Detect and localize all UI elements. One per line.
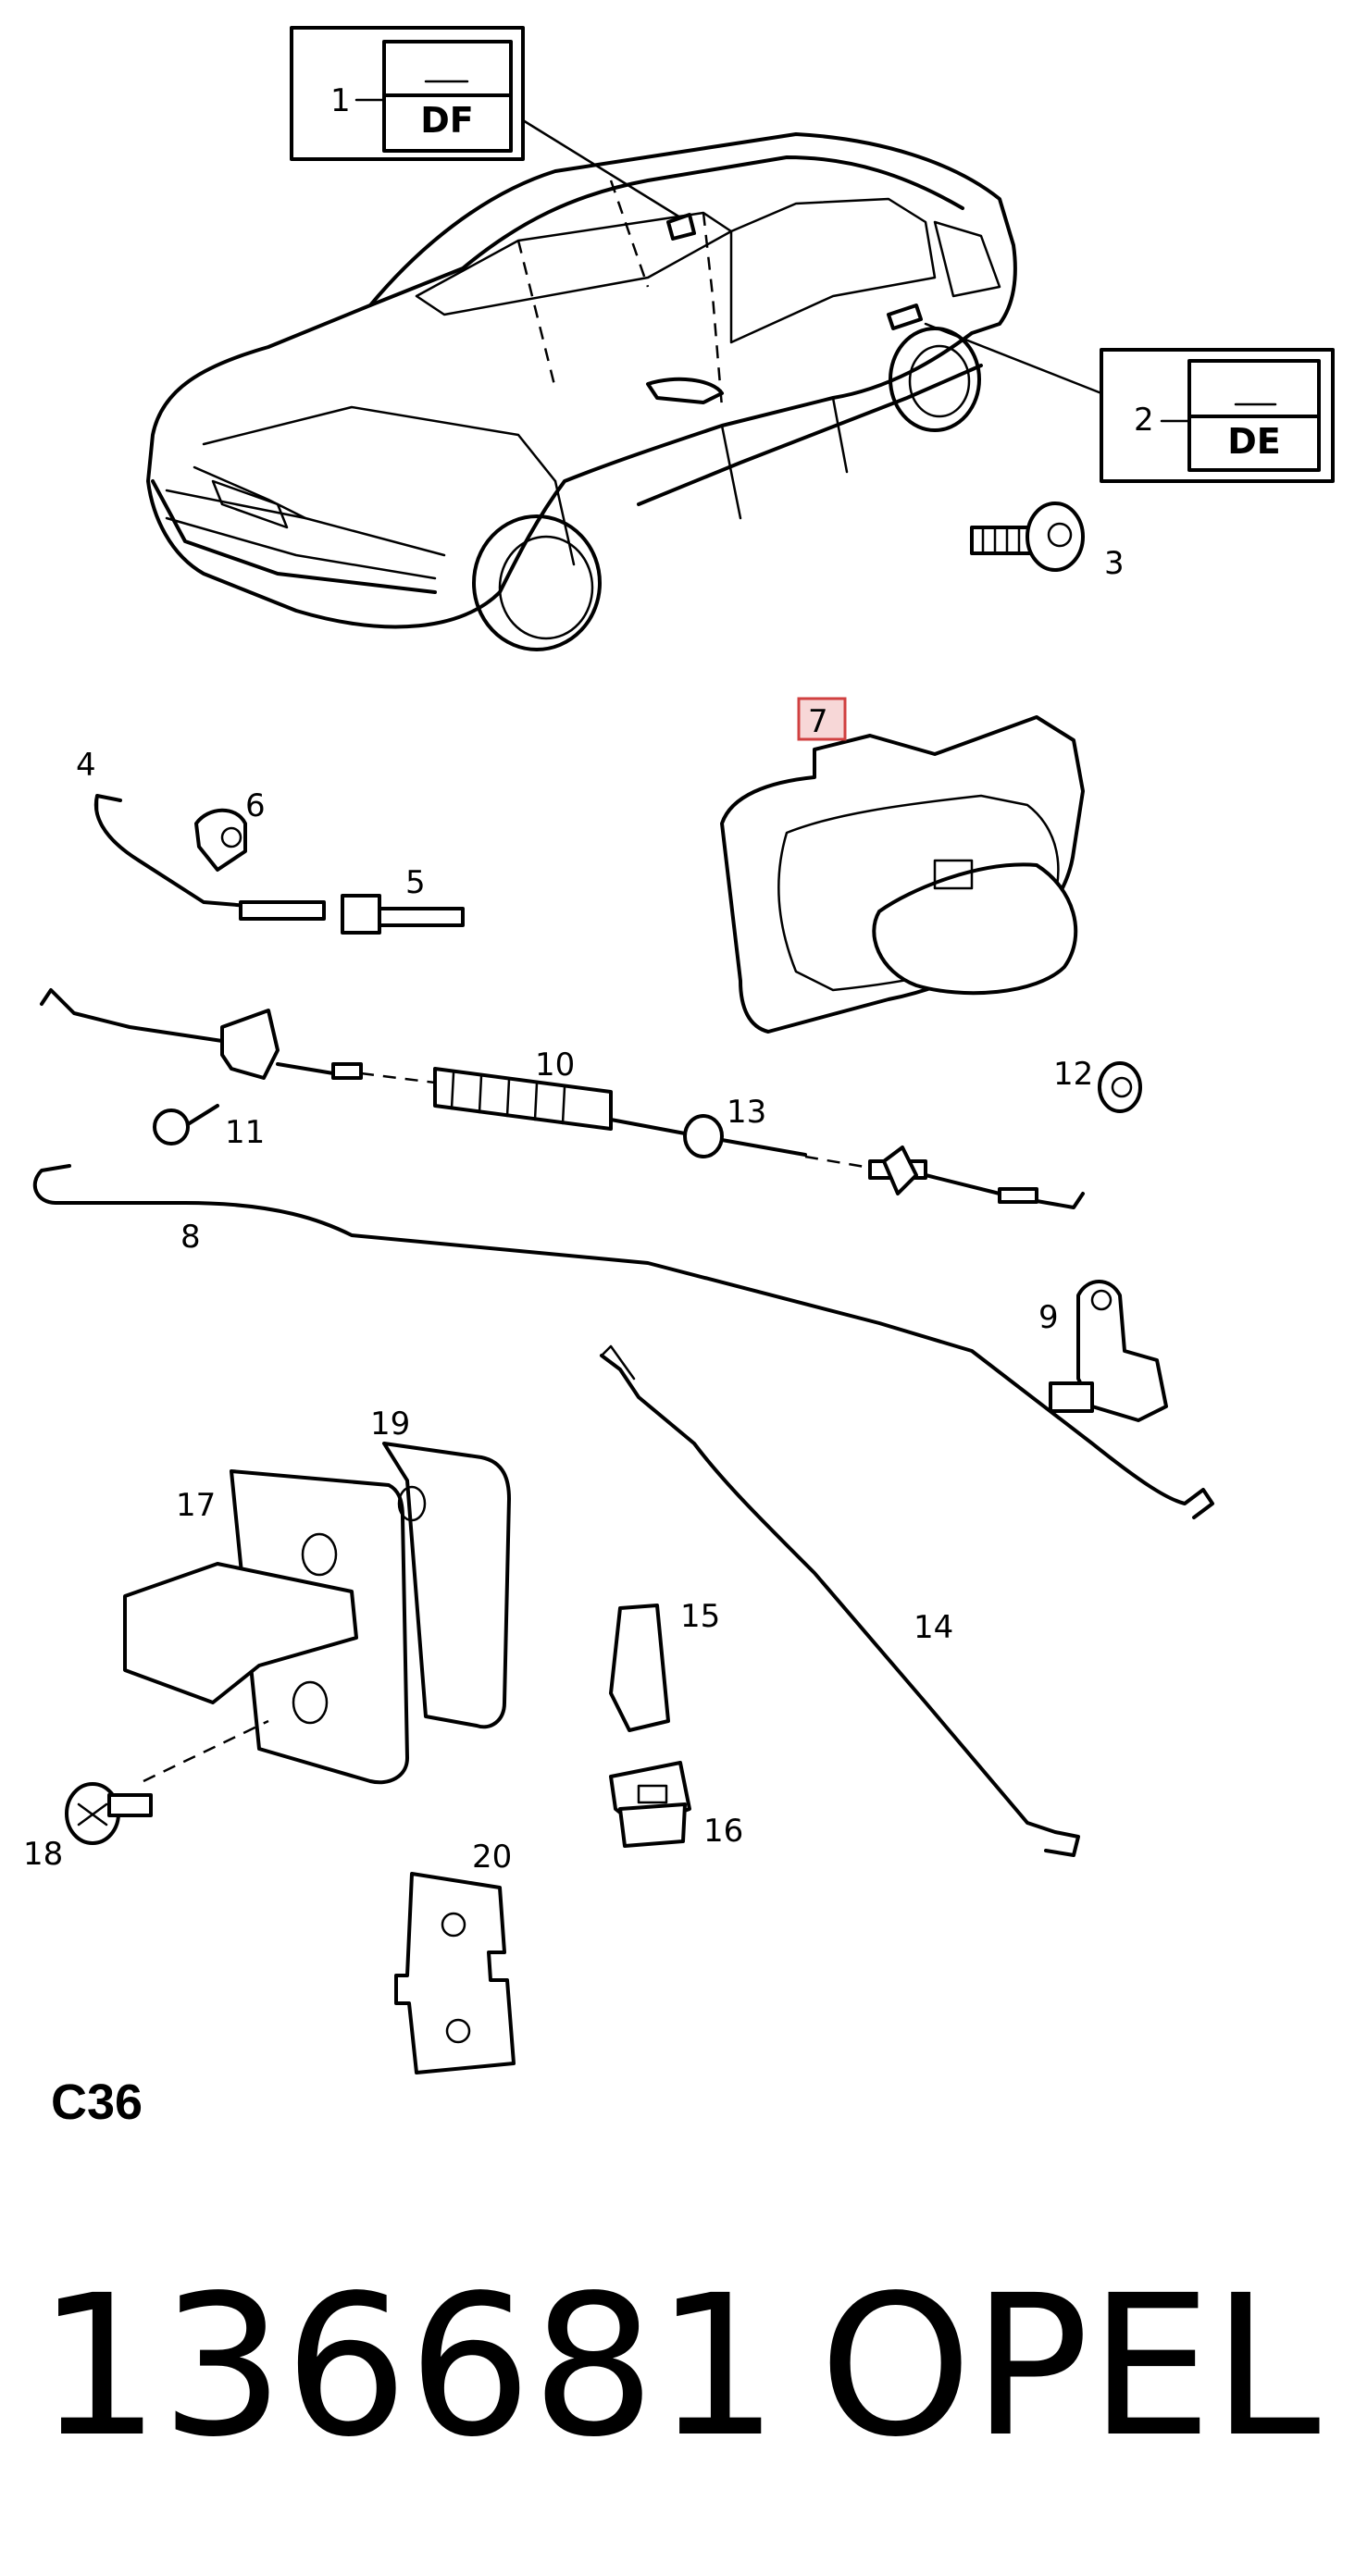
part-3-screw: [970, 502, 1085, 572]
callout-11: 11: [225, 1114, 265, 1151]
part-7-handle: [720, 715, 1085, 1034]
part-12-grommet: [1098, 1061, 1142, 1113]
part-9-bracket: [1049, 1280, 1168, 1422]
part-17-hinge: [123, 1469, 409, 1785]
option-box-1: DF: [290, 26, 525, 161]
code-df: DF: [420, 100, 474, 141]
part-19-plate: [382, 1442, 511, 1729]
callout-19: 19: [370, 1406, 410, 1443]
part-5: [239, 894, 465, 935]
brand-name: OPEL: [819, 2253, 1321, 2480]
part-14-rod: [600, 1354, 1080, 1857]
callout-3: 3: [1104, 545, 1125, 582]
callout-6: 6: [245, 787, 266, 824]
leader-1: [521, 118, 682, 219]
part-number: 136681: [37, 2253, 779, 2480]
part-8-rod: [32, 1164, 1214, 1519]
callout-1: 1: [330, 82, 351, 119]
callout-14: 14: [914, 1609, 953, 1646]
highlight-box-7: [797, 697, 847, 741]
callout-4: 4: [76, 747, 96, 784]
callout-9: 9: [1038, 1299, 1059, 1336]
callout-5: 5: [405, 864, 426, 901]
callout-7: 7: [808, 703, 828, 740]
option-box-2: DE: [1100, 348, 1335, 483]
code-de: DE: [1227, 421, 1281, 462]
cable-assembly: [40, 988, 1085, 1209]
callout-17: 17: [176, 1487, 216, 1524]
callout-18: 18: [23, 1836, 63, 1873]
part-11-screw: [153, 1104, 219, 1146]
part-16-clip: [609, 1761, 691, 1848]
car-illustration: [146, 132, 1017, 651]
part-20-plate: [394, 1872, 516, 2074]
callout-16: 16: [703, 1813, 743, 1850]
part-6-clip: [194, 808, 247, 872]
callout-20: 20: [472, 1839, 512, 1876]
callout-12: 12: [1053, 1056, 1093, 1093]
part-15-plug: [609, 1604, 670, 1732]
section-code: C36: [51, 2074, 143, 2130]
callout-13: 13: [727, 1094, 766, 1131]
callout-15: 15: [680, 1598, 720, 1635]
callout-2: 2: [1134, 402, 1154, 439]
callout-10: 10: [535, 1046, 575, 1084]
leader-18: [143, 1719, 269, 1783]
callout-8: 8: [180, 1219, 201, 1256]
part-18-screw: [65, 1782, 153, 1845]
